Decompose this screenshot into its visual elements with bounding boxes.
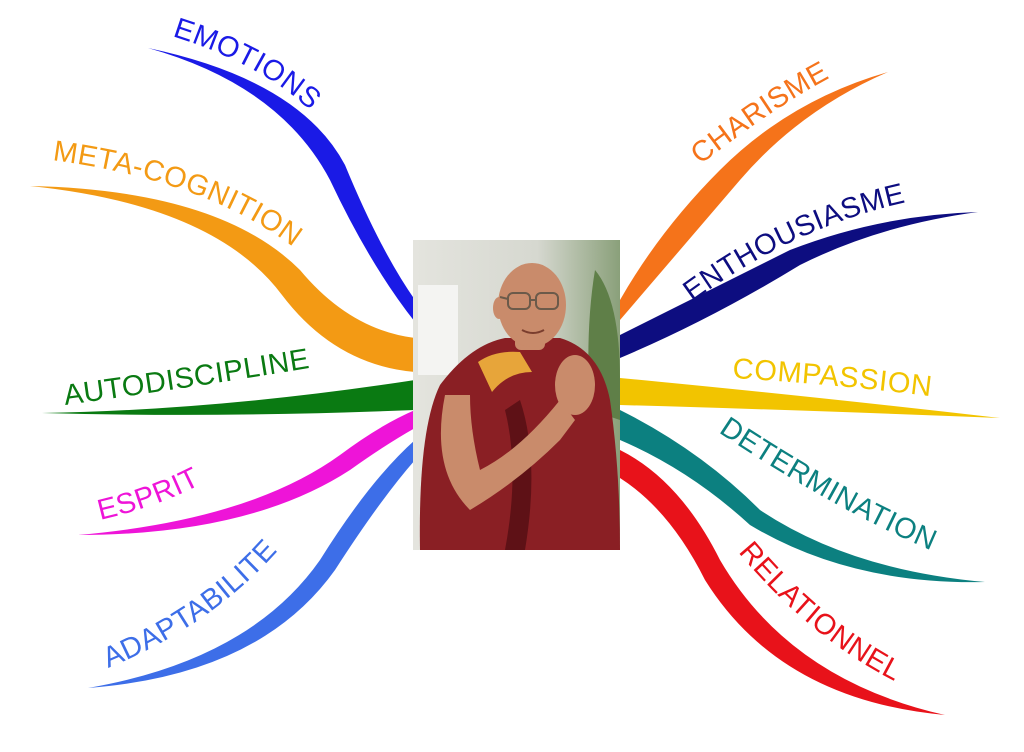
branch-ribbon-meta-cognition	[30, 186, 415, 372]
branch-label-adaptabilite: ADAPTABILITE	[98, 533, 283, 674]
branch-label-determination: DETERMINATION	[714, 411, 941, 557]
portrait-head	[498, 263, 566, 347]
branch-ribbon-autodiscipline	[42, 380, 415, 415]
branch-ribbon-compassion	[620, 378, 1000, 418]
portrait-arm	[440, 395, 575, 510]
branch-ribbon-esprit	[78, 410, 415, 535]
branch-label-emotions: EMOTIONS	[170, 12, 327, 116]
portrait-mouth	[521, 329, 545, 334]
branch-ribbon-emotions	[148, 48, 415, 322]
branch-ribbon-determination	[620, 410, 985, 583]
portrait-hand	[555, 355, 595, 415]
central-portrait-image	[413, 240, 620, 550]
portrait-window	[418, 285, 458, 375]
portrait-ear	[493, 297, 505, 319]
branch-ribbons	[30, 48, 1000, 715]
portrait-sash	[478, 351, 532, 392]
branch-ribbon-relationnel	[620, 450, 945, 715]
branch-label-esprit: ESPRIT	[94, 461, 204, 526]
portrait-glasses	[499, 292, 559, 310]
branch-ribbon-adaptabilite	[88, 440, 415, 688]
